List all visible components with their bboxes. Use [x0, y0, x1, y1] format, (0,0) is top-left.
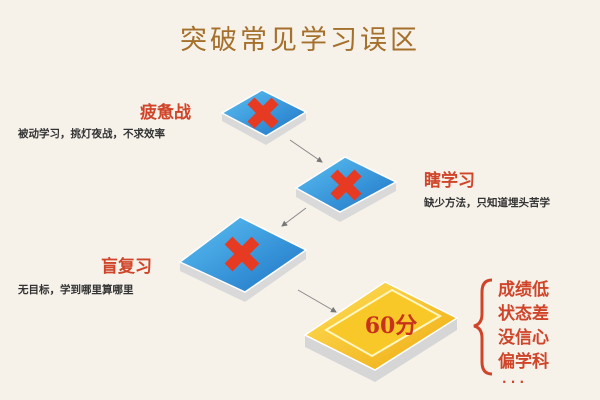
effect-item: 成绩低 — [498, 280, 549, 300]
arrow-3 — [297, 289, 337, 313]
effect-item: 状态差 — [498, 304, 549, 324]
tile-3 — [178, 216, 308, 302]
mistake-1-desc: 被动学习，挑灯夜战，不求效率 — [18, 128, 165, 140]
effect-item: · · · — [502, 375, 525, 389]
effect-item: 没信心 — [498, 328, 549, 348]
page-title: 突破常见学习误区 — [180, 25, 420, 56]
cross-icon — [247, 97, 279, 129]
cross-icon — [330, 169, 362, 201]
effects-list: 成绩低 状态差 没信心 偏学科 · · · — [498, 278, 549, 390]
mistake-2-desc: 缺少方法，只知道埋头苦学 — [424, 197, 550, 209]
mistake-1-title: 疲惫战 — [140, 103, 191, 123]
effect-item: 偏学科 — [498, 352, 549, 372]
brace-icon — [473, 278, 493, 376]
score-label: 60分 — [364, 313, 418, 339]
mistake-3-desc: 无目标，学到哪里算哪里 — [18, 284, 134, 296]
tile-2 — [294, 156, 398, 222]
mistake-2-title: 瞎学习 — [424, 171, 475, 191]
tile-1 — [220, 89, 308, 145]
arrow-1 — [289, 139, 323, 163]
mistake-3-title: 盲复习 — [101, 257, 152, 277]
cross-icon — [224, 236, 260, 272]
score-tile — [303, 281, 459, 382]
arrow-2 — [281, 207, 307, 227]
